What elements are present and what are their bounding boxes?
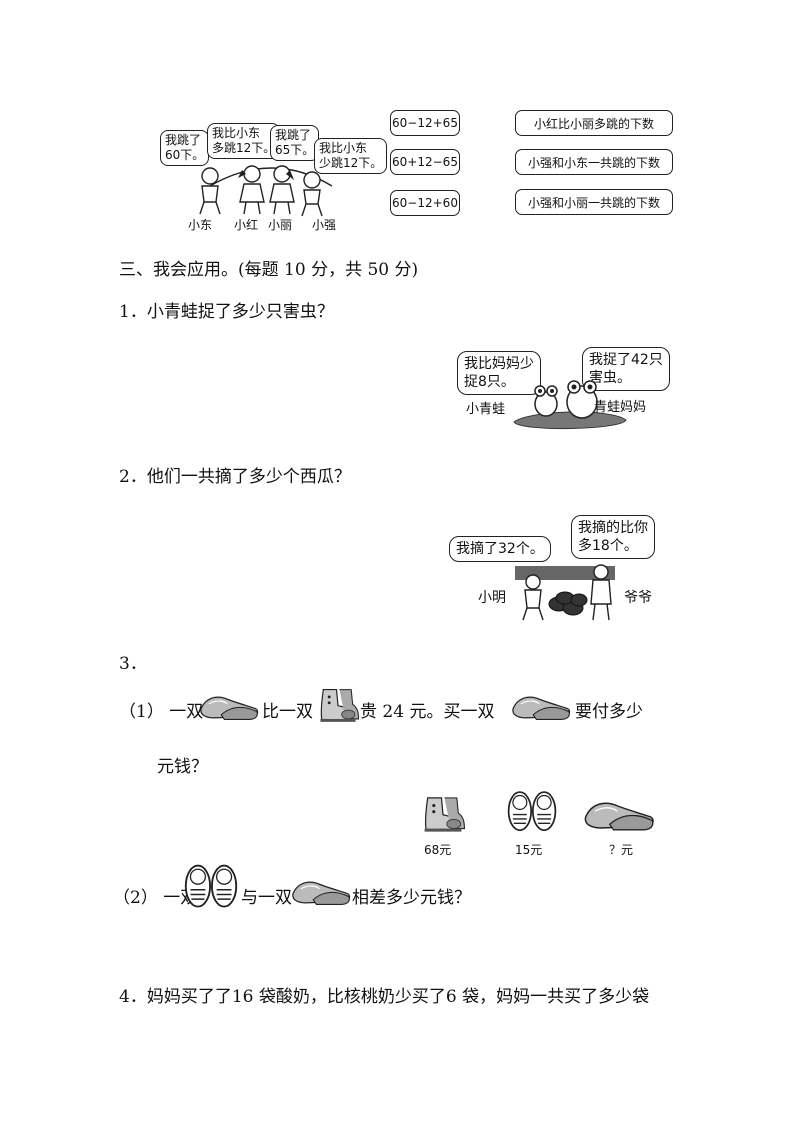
leather-shoe-icon (510, 690, 572, 724)
name-xiaohong: 小红 (234, 218, 259, 232)
meaning-box-3: 小强和小丽一共跳的下数 (515, 189, 673, 215)
leather-shoe-icon (290, 874, 352, 910)
speech-bubble-xiaoqiang: 我比小东 少跳12下。 (314, 138, 388, 174)
boot-icon (316, 685, 360, 725)
meaning-box-2: 小强和小东一共跳的下数 (515, 149, 673, 175)
speech-bubble-little-frog: 我比妈妈少 捉8只。 (457, 351, 541, 395)
name-xiaoli: 小丽 (268, 218, 293, 232)
name-xiaodong: 小东 (188, 218, 213, 232)
leather-shoe-icon (198, 690, 260, 724)
price-sneaker: 15元 (515, 843, 543, 857)
q3-part1-line2: 元钱？ (157, 757, 208, 777)
section-title: 三、我会应用。(每题 10 分，共 50 分) (119, 260, 419, 280)
frogs-icon (513, 380, 627, 430)
question-2: 2．他们一共摘了多少个西瓜？ (119, 467, 351, 487)
q3-part2-prefix: （2） 一双 (113, 888, 198, 908)
q3-part1-mid2: 贵 24 元。买一双 (360, 702, 495, 722)
label-xiaoming: 小明 (478, 590, 506, 606)
speech-bubble-xiaoming: 我摘了32个。 (449, 536, 551, 562)
speech-bubble-mother-frog: 我捉了42只 害虫。 (582, 347, 670, 391)
sneaker-icon (506, 790, 558, 834)
expression-box-2: 60+12−65 (390, 149, 460, 175)
meaning-box-1: 小红比小丽多跳的下数 (515, 110, 673, 136)
sneaker-icon (183, 862, 239, 912)
price-boot: 68元 (424, 843, 452, 857)
question-1: 1．小青蛙捉了多少只害虫？ (119, 302, 334, 322)
q3-part2-mid: 与一双 (241, 888, 292, 908)
expression-box-1: 60−12+65 (390, 110, 460, 136)
q3-part2-suffix: 相差多少元钱？ (352, 888, 471, 908)
label-grandpa: 爷爷 (624, 590, 652, 606)
expression-box-3: 60−12+60 (390, 190, 460, 216)
q3-part1-suffix: 要付多少 (575, 702, 643, 722)
q3-part1-mid: 比一双 (262, 702, 313, 722)
speech-bubble-xiaoli: 我跳了 65下。 (270, 125, 320, 161)
speech-bubble-xiaodong: 我跳了 60下。 (160, 130, 210, 166)
label-little-frog: 小青蛙 (466, 402, 506, 417)
label-mother-frog: 青蛙妈妈 (594, 400, 647, 415)
question-4: 4．妈妈买了了16 袋酸奶，比核桃奶少买了6 袋，妈妈一共买了多少袋 (119, 987, 650, 1007)
question-3-number: 3． (119, 654, 147, 674)
q3-part1-prefix: （1） 一双 (119, 702, 204, 722)
speech-bubble-grandpa: 我摘的比你 多18个。 (571, 515, 655, 559)
boot-icon (420, 794, 466, 834)
leather-shoe-icon (582, 796, 656, 834)
children-jumping-rope-icon (199, 165, 333, 217)
boy-grandpa-watermelons-icon (515, 564, 615, 621)
name-xiaoqiang: 小强 (312, 218, 337, 232)
price-leather-shoe: ？元 (609, 843, 634, 857)
